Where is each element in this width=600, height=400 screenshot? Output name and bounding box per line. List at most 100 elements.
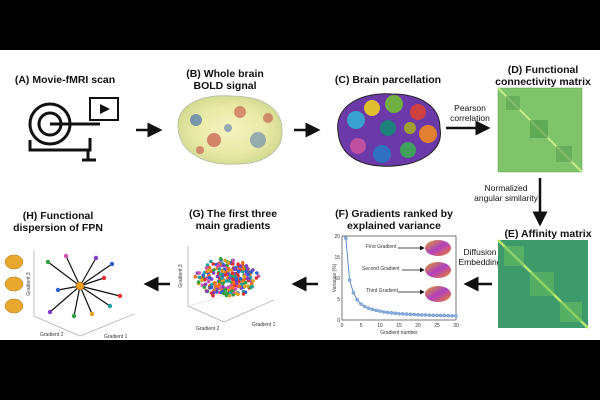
variance-point: [393, 311, 398, 316]
variance-point: [351, 290, 356, 295]
gradient-point: [224, 279, 228, 283]
gradient-point: [227, 294, 232, 298]
variance-point: [446, 313, 451, 318]
g-axis2-label: Gradient 2: [196, 326, 220, 332]
y-tick-label: 15: [334, 255, 340, 261]
gradient-point: [250, 284, 254, 289]
arrow-label-diffusion: Diffusion Embedding: [458, 247, 502, 267]
variance-point: [397, 311, 401, 316]
gradient-point: [212, 290, 216, 295]
dispersion-line: [79, 257, 97, 287]
gradient-point: [201, 273, 205, 278]
gradient-point: [230, 262, 235, 266]
gradient-point: [241, 292, 246, 296]
gradient-point: [237, 284, 241, 289]
dispersion-point: [93, 255, 99, 261]
variance-point: [366, 306, 371, 311]
h-axis1-label: Gradient 1: [104, 334, 128, 340]
gradient-point: [211, 293, 215, 298]
dispersion-line: [79, 263, 113, 287]
gradient-point: [215, 274, 220, 279]
variance-point: [374, 308, 379, 313]
gradient-point: [221, 291, 226, 296]
y-tick-label: 0: [337, 318, 340, 324]
h-axis2-label: Gradient 2: [40, 332, 64, 338]
variance-point: [431, 313, 436, 318]
variance-point: [347, 278, 352, 282]
gradient-point: [218, 257, 223, 261]
gradient-point: [229, 268, 233, 272]
gradient-point: [225, 291, 229, 296]
gradient-point: [246, 276, 250, 281]
gradient-point: [249, 270, 254, 274]
gradient-point: [254, 271, 259, 275]
chart-xlabel: Gradient number: [380, 330, 418, 336]
x-tick-label: 0: [341, 323, 344, 329]
dispersion-point: [63, 253, 69, 259]
y-tick-label: 10: [334, 276, 340, 282]
dispersion-line: [65, 255, 81, 287]
variance-point: [343, 236, 348, 240]
gradient-point: [232, 267, 236, 271]
variance-point: [419, 313, 424, 317]
third-gradient-label: Third Gradient: [366, 288, 399, 294]
gradient-point: [231, 258, 236, 263]
gradient-point: [205, 289, 209, 294]
gradient-point: [243, 280, 248, 285]
label-f: (F) Gradients ranked by explained varian…: [335, 208, 453, 232]
x-tick-label: 15: [396, 323, 402, 329]
x-tick-label: 20: [415, 323, 421, 329]
variance-point: [442, 313, 447, 318]
gradient-point: [206, 279, 211, 284]
gradient-point: [223, 258, 227, 263]
variance-point: [362, 304, 367, 309]
variance-point: [404, 312, 409, 316]
variance-point: [385, 310, 390, 315]
gradient-point: [206, 268, 211, 273]
gradient-point: [223, 273, 228, 277]
gradient-point: [246, 272, 251, 277]
gradient-point: [230, 271, 235, 275]
gradient-point: [227, 279, 231, 283]
gradient-point: [234, 277, 239, 281]
gradient-point: [234, 291, 238, 296]
gradient-point: [231, 277, 235, 282]
gradient-point: [217, 267, 222, 271]
y-tick-label: 5: [337, 297, 340, 303]
label-d: (D) Functional connectivity matrix: [495, 64, 591, 88]
variance-point: [412, 312, 417, 317]
gradient-point: [216, 284, 220, 289]
bold-brain-image: [177, 95, 283, 165]
variance-point: [378, 309, 382, 313]
gradient-point: [251, 279, 255, 283]
gradient-point: [197, 275, 201, 280]
variance-point: [454, 314, 458, 318]
chart-ylabel: Variance (%): [332, 263, 338, 292]
gradient-point: [238, 277, 243, 281]
gradient-point: [197, 271, 202, 275]
gradient-point: [203, 277, 207, 282]
dispersion-point: [107, 303, 113, 309]
gradient-point: [220, 276, 224, 281]
label-e: (E) Affinity matrix: [504, 228, 592, 240]
dispersion-line: [79, 285, 93, 315]
parcellated-brain-image: [337, 93, 441, 167]
gradient-point: [215, 287, 219, 292]
gradient-point: [231, 293, 236, 297]
gradient-point: [240, 282, 244, 287]
connectivity-matrix: [497, 87, 583, 173]
gradient-point: [210, 282, 214, 287]
gradient-point: [240, 260, 245, 265]
gradient-point: [200, 278, 204, 283]
gradient-point: [221, 263, 226, 268]
label-a: (A) Movie-fMRI scan: [14, 74, 116, 86]
arrow-label-angular: Normalized angular similarity: [474, 183, 538, 203]
variance-point: [438, 313, 443, 318]
gradient-point: [211, 262, 216, 266]
gradient-point: [211, 271, 216, 275]
first-gradient-brain: [425, 240, 451, 256]
fpn-brain-1: [4, 254, 24, 270]
gradient-point: [193, 274, 198, 279]
